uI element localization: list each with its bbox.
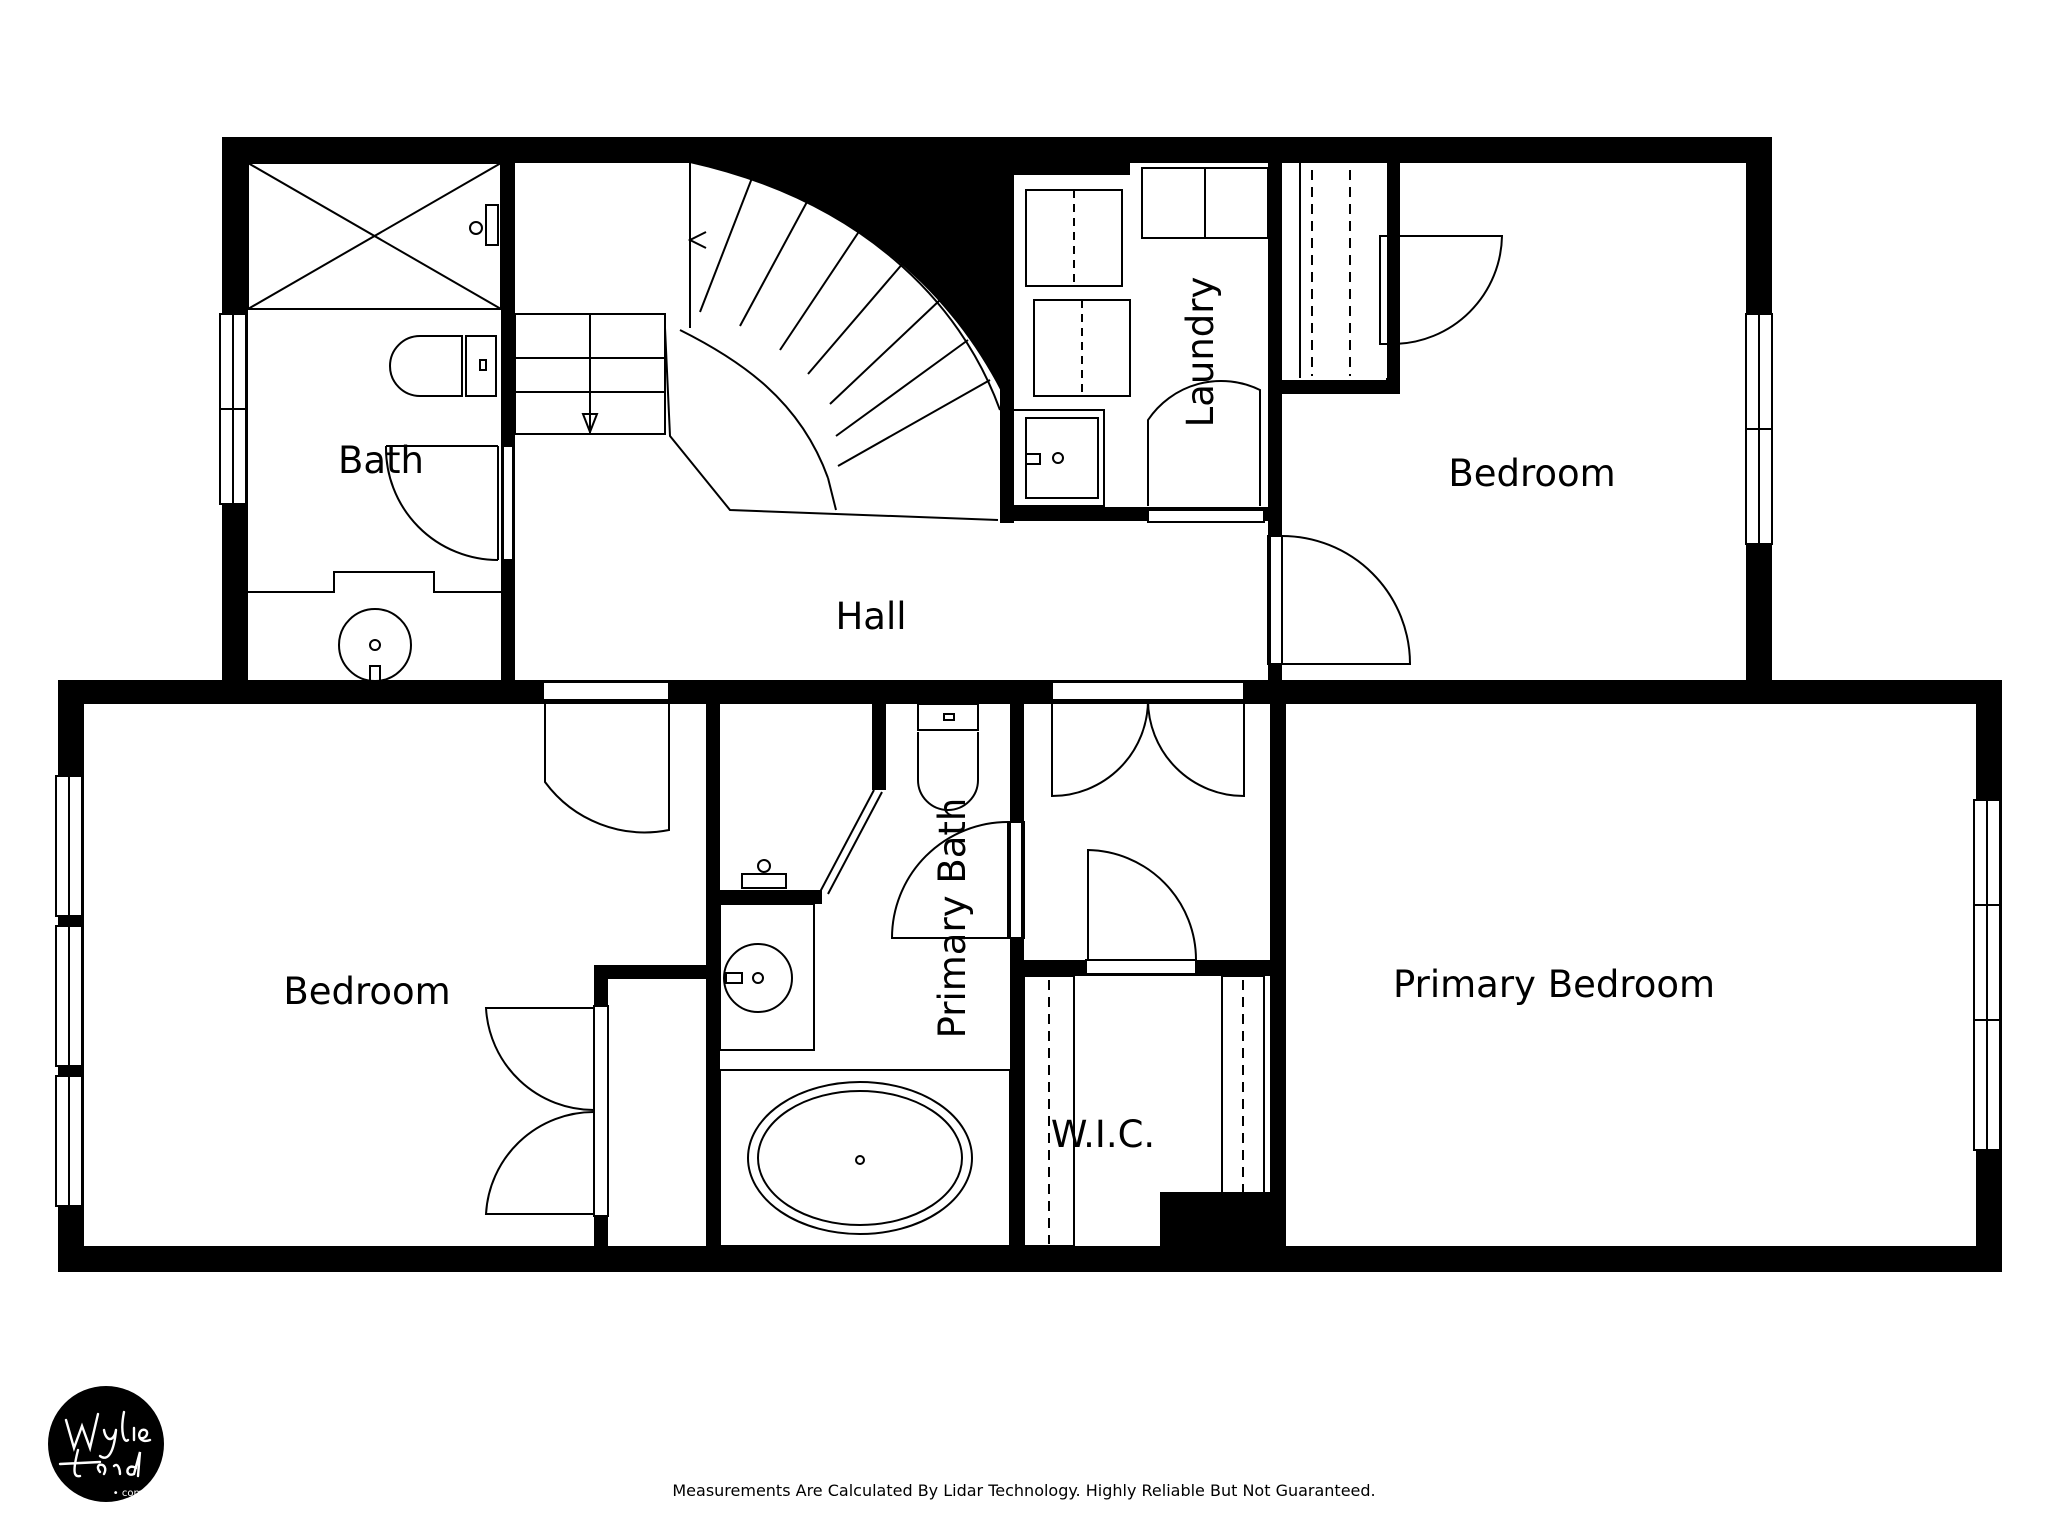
room-label-primary-bath: Primary Bath xyxy=(931,798,974,1039)
brand-logo: • com xyxy=(48,1386,164,1502)
room-label-bath: Bath xyxy=(338,439,424,482)
windows xyxy=(55,313,2001,1207)
room-label-bedroom-left: Bedroom xyxy=(283,970,450,1013)
room-label-primary-bedroom: Primary Bedroom xyxy=(1393,963,1715,1006)
door-openings xyxy=(502,445,1283,1217)
fixtures xyxy=(247,161,1504,1247)
room-label-bedroom-right: Bedroom xyxy=(1448,452,1615,495)
svg-text:• com: • com xyxy=(113,1488,143,1499)
disclaimer-text: Measurements Are Calculated By Lidar Tec… xyxy=(672,1481,1376,1500)
room-label-wic: W.I.C. xyxy=(1051,1113,1155,1156)
walls xyxy=(58,137,2002,1272)
room-label-hall: Hall xyxy=(835,595,906,638)
room-label-laundry: Laundry xyxy=(1179,277,1222,428)
